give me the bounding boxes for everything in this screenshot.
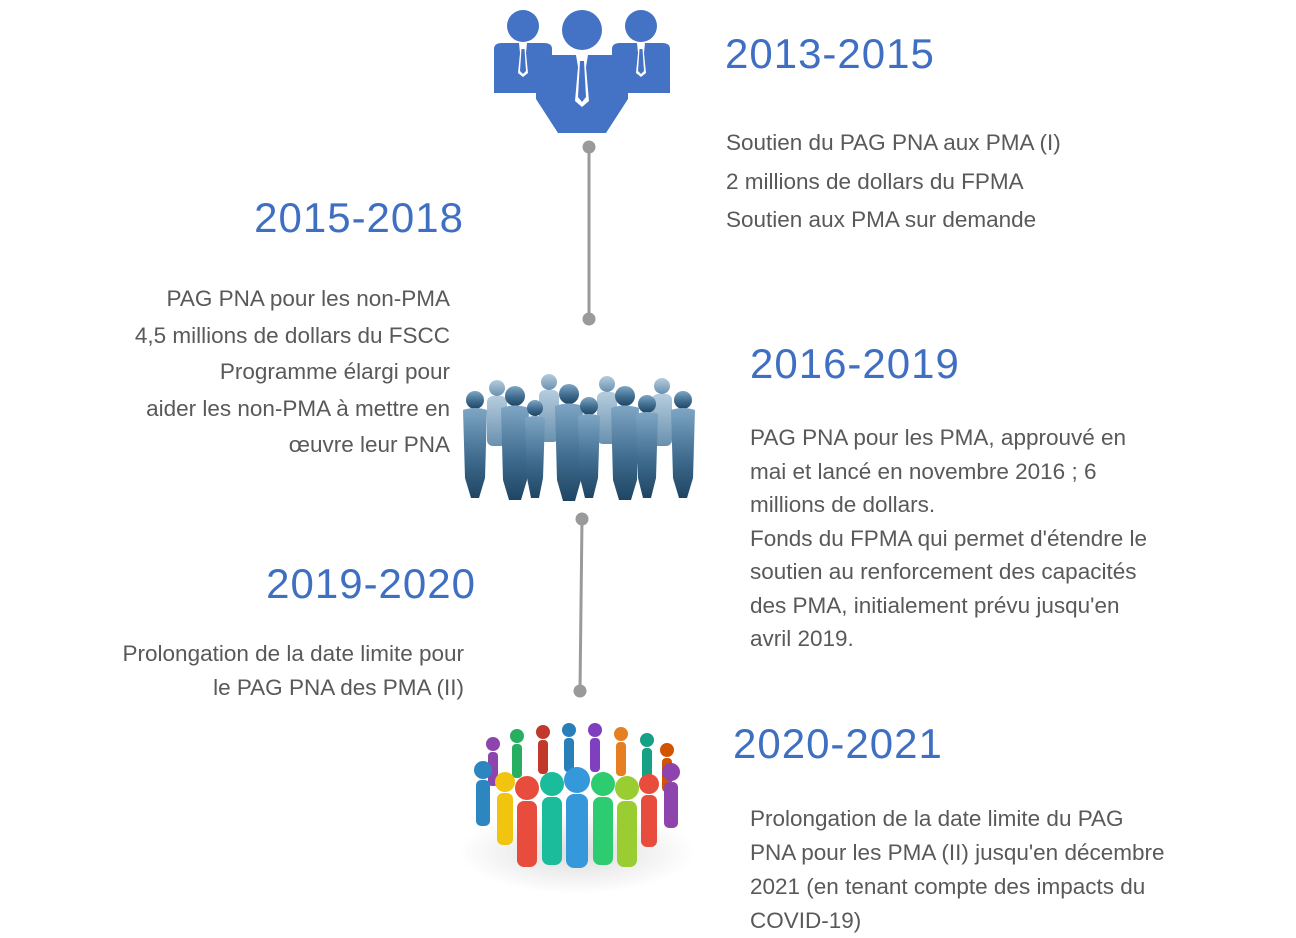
description-line: Prolongation de la date limite du PAG xyxy=(750,806,1124,831)
description-line: Prolongation de la date limite pour xyxy=(122,641,464,666)
description-line: soutien au renforcement des capacités xyxy=(750,559,1137,584)
description-line: le PAG PNA des PMA (II) xyxy=(213,675,464,700)
timeline-connector-top xyxy=(582,140,596,326)
description-line: PNA pour les PMA (II) jusqu'en décembre xyxy=(750,840,1165,865)
crowd-silhouette-icon xyxy=(463,374,695,501)
description-line: aider les non-PMA à mettre en xyxy=(146,395,450,421)
description-line: Fonds du FPMA qui permet d'étendre le xyxy=(750,525,1148,551)
description-line: œuvre leur PNA xyxy=(288,432,450,457)
period-2013-2015-year: 2013-2015 xyxy=(725,30,935,77)
period-2020-2021-description: Prolongation de la date limite du PAG PN… xyxy=(750,802,1165,938)
description-line: Soutien du PAG PNA aux PMA (I) xyxy=(726,130,1061,155)
period-2016-2019-description: PAG PNA pour les PMA, approuvé en mai et… xyxy=(750,421,1147,656)
description-line: PAG PNA pour les PMA, approuvé en xyxy=(750,425,1127,450)
description-line: millions de dollars. xyxy=(750,492,936,517)
period-2015-2018-description: PAG PNA pour les non-PMA 4,5 millions de… xyxy=(135,281,450,464)
description-line: Soutien aux PMA sur demande xyxy=(726,207,1037,232)
description-line: des PMA, initialement prévu jusqu'en xyxy=(750,592,1120,618)
people-circle-icon xyxy=(459,723,695,894)
description-line: mai et lancé en novembre 2016 ; 6 xyxy=(750,458,1097,484)
period-2013-2015-description: Soutien du PAG PNA aux PMA (I) 2 million… xyxy=(726,124,1061,240)
period-2019-2020-description: Prolongation de la date limite pour le P… xyxy=(123,637,464,705)
period-2016-2019-year: 2016-2019 xyxy=(750,340,960,387)
period-2015-2018-year: 2015-2018 xyxy=(254,194,464,241)
description-line: Programme élargi pour xyxy=(219,359,450,384)
description-line: avril 2019. xyxy=(750,626,854,651)
timeline-connector-bottom xyxy=(573,512,589,698)
description-line: 2021 (en tenant compte des impacts du xyxy=(750,874,1146,899)
description-line: COVID-19) xyxy=(750,908,862,933)
period-2019-2020-year: 2019-2020 xyxy=(266,560,476,607)
period-2020-2021-year: 2020-2021 xyxy=(733,720,943,767)
description-line: 4,5 millions de dollars du FSCC xyxy=(134,322,450,348)
description-line: 2 millions de dollars du FPMA xyxy=(726,168,1024,194)
description-line: PAG PNA pour les non-PMA xyxy=(166,286,450,311)
business-team-icon xyxy=(494,10,670,133)
